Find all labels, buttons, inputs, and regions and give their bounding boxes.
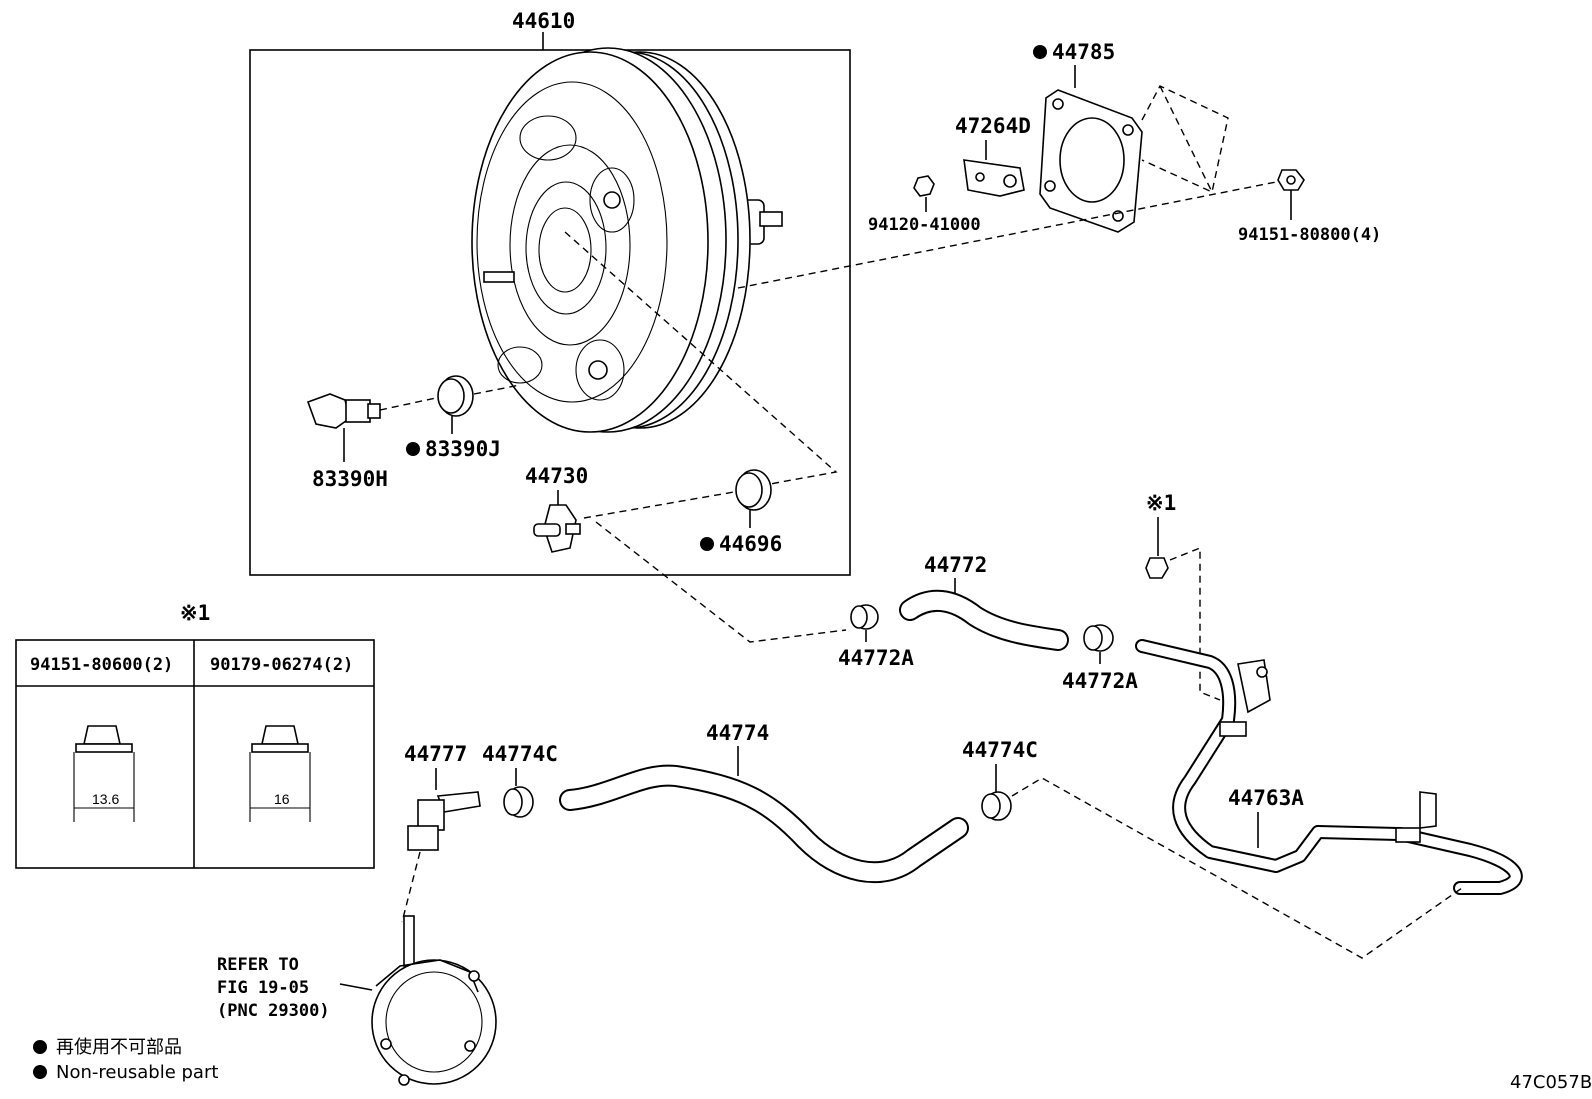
label-83390h[interactable]: 83390H bbox=[312, 467, 388, 491]
hardware-table: ※1 94151-80600(2) 90179-06274(2) 13.6 16 bbox=[15, 601, 375, 869]
table-size-col-2: 16 bbox=[274, 791, 290, 807]
flange-nut-icon bbox=[73, 725, 135, 822]
label-44785[interactable]: 44785 bbox=[1052, 40, 1115, 64]
legend-jp: 再使用不可部品 bbox=[56, 1037, 182, 1058]
legend-dot-jp bbox=[33, 1040, 47, 1054]
label-44610[interactable]: 44610 bbox=[512, 9, 575, 33]
non-reusable-dot-83390j bbox=[406, 442, 420, 456]
table-part-col-2: 90179-06274(2) bbox=[210, 655, 353, 675]
flange-nut-icon bbox=[249, 725, 311, 822]
grommet-44696[interactable] bbox=[735, 469, 772, 528]
check-valve[interactable] bbox=[533, 504, 581, 553]
label-44763a[interactable]: 44763A bbox=[1228, 786, 1304, 810]
vacuum-pump[interactable] bbox=[371, 915, 497, 1086]
nut-94120[interactable] bbox=[913, 175, 935, 197]
booster-assembly-group: 44610 8339 bbox=[249, 9, 851, 576]
vacuum-connector[interactable] bbox=[407, 791, 481, 851]
legend-dot-en bbox=[33, 1065, 47, 1079]
label-44730[interactable]: 44730 bbox=[525, 464, 588, 488]
refer-line-3: (PNC 29300) bbox=[217, 1001, 330, 1021]
brake-booster[interactable] bbox=[471, 47, 783, 433]
label-44696[interactable]: 44696 bbox=[719, 532, 782, 556]
clamp-bracket[interactable] bbox=[963, 159, 1025, 197]
clamp-44772a-left[interactable] bbox=[850, 604, 879, 642]
label-44772[interactable]: 44772 bbox=[924, 553, 987, 577]
label-44772a-left[interactable]: 44772A bbox=[838, 646, 914, 670]
refer-line-2: FIG 19-05 bbox=[217, 978, 309, 998]
clamp-44772a-right[interactable] bbox=[1083, 624, 1114, 664]
diagram-code: 47C057B bbox=[1510, 1072, 1592, 1093]
bolt-ref-1[interactable] bbox=[1145, 557, 1169, 579]
pipe-44763a[interactable] bbox=[1135, 639, 1523, 895]
label-ref-mark-table: ※1 bbox=[180, 601, 210, 625]
refer-line-1: REFER TO bbox=[217, 955, 299, 975]
label-44772a-right[interactable]: 44772A bbox=[1062, 669, 1138, 693]
table-part-col-1: 94151-80600(2) bbox=[30, 655, 173, 675]
label-94120-41000[interactable]: 94120-41000 bbox=[868, 215, 981, 235]
hose-44772[interactable] bbox=[899, 589, 1069, 651]
label-44774c-right[interactable]: 44774C bbox=[962, 738, 1038, 762]
booster-gasket[interactable] bbox=[1039, 89, 1143, 233]
legend-en: Non-reusable part bbox=[56, 1062, 218, 1083]
label-83390j[interactable]: 83390J bbox=[425, 437, 501, 461]
non-reusable-dot-44696 bbox=[700, 537, 714, 551]
label-44774c-left[interactable]: 44774C bbox=[482, 742, 558, 766]
clamp-44774c-left[interactable] bbox=[503, 786, 534, 818]
table-size-col-1: 13.6 bbox=[92, 791, 119, 807]
label-47264d[interactable]: 47264D bbox=[955, 114, 1031, 138]
label-44777[interactable]: 44777 bbox=[404, 742, 467, 766]
vacuum-sensor[interactable] bbox=[306, 393, 381, 462]
clamp-44774c-right[interactable] bbox=[981, 791, 1012, 821]
label-94151-80800[interactable]: 94151-80800(4) bbox=[1238, 225, 1381, 245]
non-reusable-dot-44785 bbox=[1033, 45, 1047, 59]
label-ref-mark-top: ※1 bbox=[1146, 491, 1176, 515]
grommet-83390j[interactable] bbox=[437, 375, 474, 434]
nut-94151-80800[interactable] bbox=[1277, 169, 1305, 191]
hose-44774[interactable] bbox=[559, 764, 969, 884]
label-44774[interactable]: 44774 bbox=[706, 721, 769, 745]
